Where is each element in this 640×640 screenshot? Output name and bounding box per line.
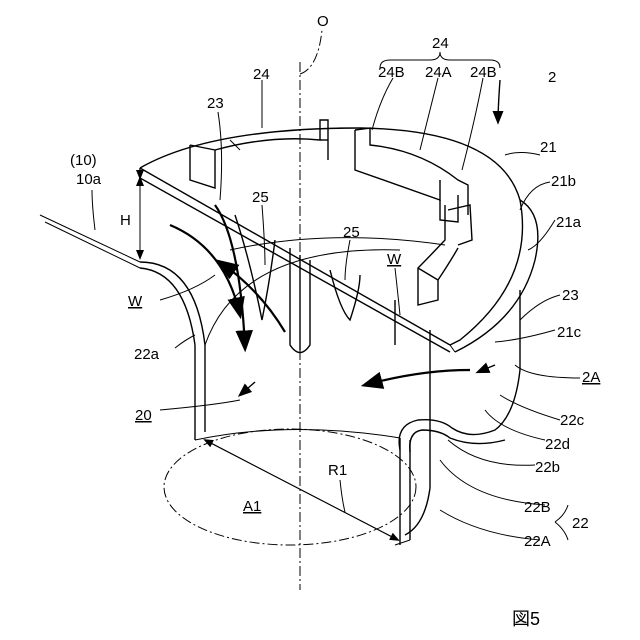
label-21: 21	[540, 139, 557, 156]
label-21c: 21c	[557, 324, 582, 341]
label-w-left: W	[128, 293, 143, 310]
reference-labels: O 24 24B 24A 24B 2 24 23 21 21b (10) 10a…	[70, 13, 600, 629]
label-25-left: 25	[252, 189, 269, 206]
label-22a-upper: 22A	[524, 533, 551, 550]
figure-number: 図5	[512, 609, 540, 629]
label-22d: 22d	[545, 436, 570, 453]
label-a1: A1	[243, 498, 261, 515]
label-21a: 21a	[556, 214, 582, 231]
label-21b: 21b	[551, 173, 576, 190]
opening-ellipse	[164, 429, 416, 545]
label-r1: R1	[328, 462, 347, 479]
label-axis: O	[317, 13, 329, 30]
label-24-group: 24	[432, 35, 449, 52]
label-20: 20	[135, 407, 152, 424]
label-2a: 2A	[582, 369, 600, 386]
label-22b-upper: 22B	[524, 499, 551, 516]
label-24b-left: 24B	[378, 64, 405, 81]
label-22a: 22a	[134, 346, 160, 363]
label-25-right: 25	[343, 224, 360, 241]
label-24b-right: 24B	[470, 64, 497, 81]
label-24-left: 24	[253, 66, 270, 83]
label-10a: 10a	[76, 171, 102, 188]
label-22: 22	[572, 515, 589, 532]
label-24a: 24A	[425, 64, 452, 81]
central-axis	[300, 30, 322, 590]
guide-flap	[399, 370, 520, 452]
label-10: (10)	[70, 152, 97, 169]
label-23-top: 23	[207, 95, 224, 112]
label-22b: 22b	[535, 459, 560, 476]
label-23-right: 23	[562, 287, 579, 304]
label-2: 2	[548, 69, 556, 86]
label-h: H	[120, 212, 131, 229]
label-22c: 22c	[560, 412, 585, 429]
inlet-curve	[140, 268, 195, 345]
label-w-right: W	[387, 251, 402, 268]
